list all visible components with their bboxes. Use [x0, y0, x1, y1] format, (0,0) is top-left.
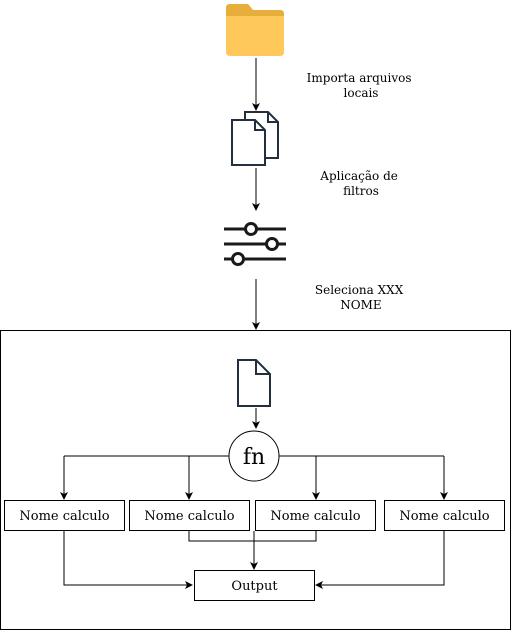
calc-box-1: Nome calculo	[4, 500, 125, 531]
output-box: Output	[194, 570, 315, 601]
folder-icon	[226, 4, 284, 56]
fn-node: fn	[228, 430, 280, 482]
calc-box-1-label: Nome calculo	[19, 509, 109, 524]
import-label: Importa arquivos locais	[307, 71, 416, 100]
calc-box-2-label: Nome calculo	[144, 509, 234, 524]
select-label-line-1: Seleciona XXX	[315, 283, 404, 297]
calc-box-2: Nome calculo	[129, 500, 250, 531]
fn-label: fn	[243, 445, 265, 470]
select-label-line-2: NOME	[340, 298, 381, 312]
documents-icon	[231, 111, 279, 166]
import-label-line-2: locais	[344, 86, 379, 100]
calc-box-4: Nome calculo	[384, 500, 505, 531]
calc-box-4-label: Nome calculo	[399, 509, 489, 524]
filter-label-line-1: Aplicação de	[319, 169, 398, 183]
filter-label-line-2: filtros	[343, 184, 379, 198]
file-icon	[237, 359, 271, 407]
select-label: Seleciona XXX NOME	[315, 283, 407, 312]
filter-label: Aplicação de filtros	[319, 169, 401, 198]
calc-box-3: Nome calculo	[255, 500, 376, 531]
import-label-line-1: Importa arquivos	[307, 71, 412, 85]
branch-lines	[60, 455, 448, 500]
output-label: Output	[231, 579, 278, 594]
sliders-icon	[224, 222, 286, 266]
calc-box-3-label: Nome calculo	[270, 509, 360, 524]
merge-lines	[63, 531, 445, 589]
